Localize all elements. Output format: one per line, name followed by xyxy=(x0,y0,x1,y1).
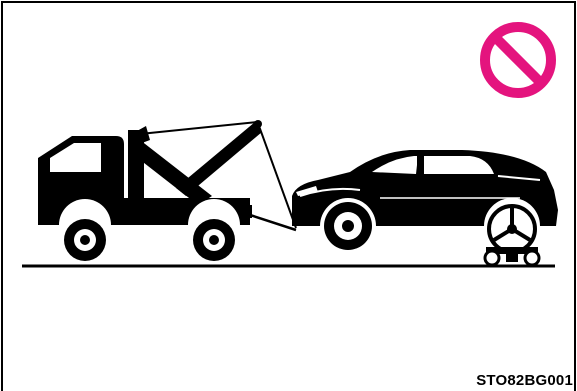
prohibition-icon xyxy=(485,27,551,93)
towed-car-icon xyxy=(292,150,558,252)
wheel-dolly-icon xyxy=(485,247,539,265)
figure-code: STO82BG001 xyxy=(476,372,573,389)
tow-truck-icon xyxy=(38,120,296,261)
